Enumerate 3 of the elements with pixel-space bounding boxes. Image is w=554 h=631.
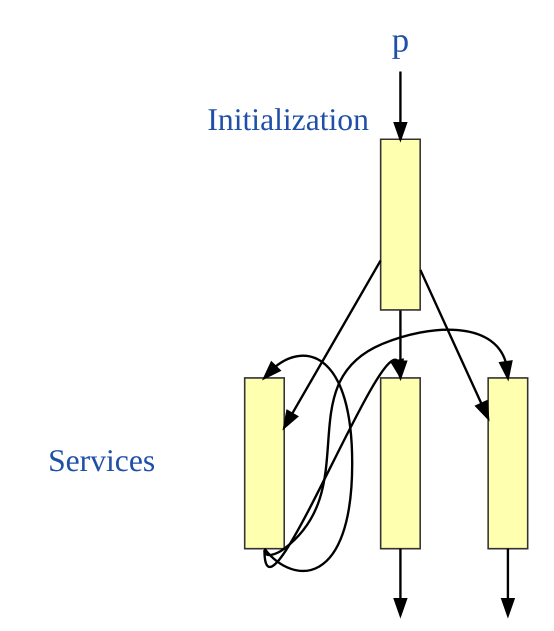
label: Services <box>48 443 155 478</box>
node-text: p <box>391 20 409 60</box>
node-label: Initialization <box>206 102 368 137</box>
